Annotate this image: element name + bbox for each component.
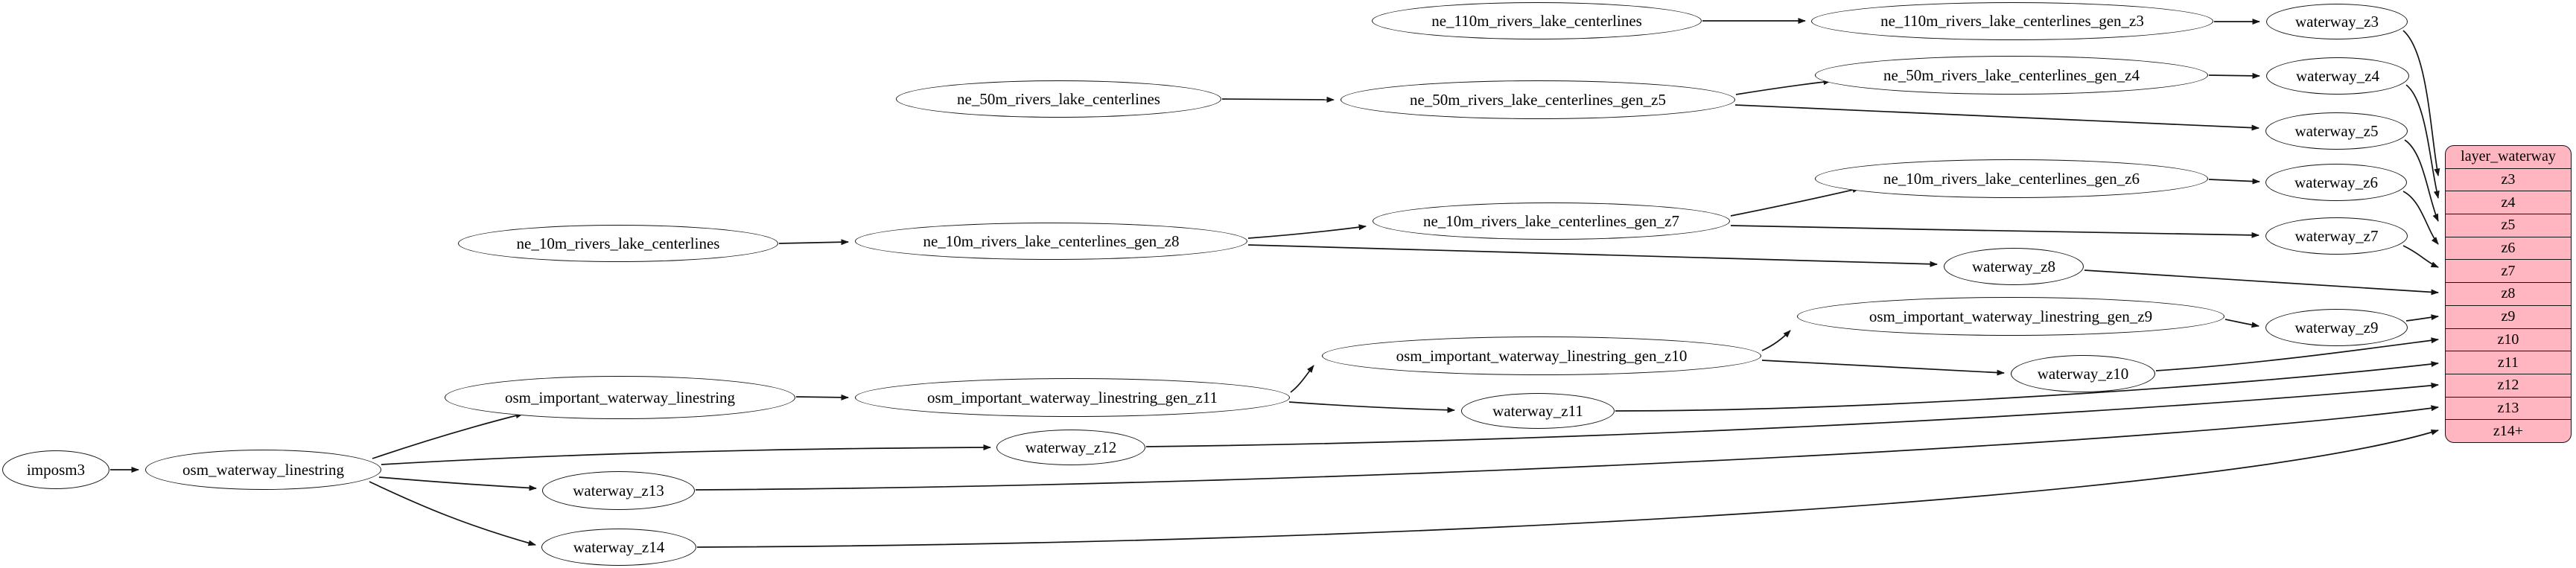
- node-ne10m-gen-z7: ne_10m_rivers_lake_centerlines_gen_z7: [1373, 202, 1730, 240]
- edge-osmww-waterway-z12: [381, 444, 991, 465]
- edge-genz9-waterway-z9: [2224, 319, 2259, 328]
- record-row-z5: z5: [2446, 214, 2571, 237]
- edge-genz8-waterway-z8: [1247, 244, 1938, 267]
- edge-waterwayz6-row-z6: [2402, 191, 2439, 245]
- node-ne50m-rivers-lake-centerlines: ne_50m_rivers_lake_centerlines: [896, 80, 1221, 118]
- edge-genz10-waterway-z10: [1761, 360, 2005, 376]
- record-row-z12: z12: [2446, 373, 2571, 397]
- record-row-z3: z3: [2446, 167, 2571, 191]
- node-osm-important-gen-z10: osm_important_waterway_linestring_gen_z1…: [1322, 336, 1761, 375]
- node-waterway-z3: waterway_z3: [2266, 4, 2408, 39]
- record-row-z8: z8: [2446, 282, 2571, 305]
- node-waterway-z7: waterway_z7: [2265, 217, 2408, 255]
- node-waterway-z10: waterway_z10: [2011, 355, 2155, 392]
- record-layer-waterway: layer_waterway z3 z4 z5 z6 z7 z8 z9 z10 …: [2445, 145, 2572, 443]
- node-waterway-z12: waterway_z12: [996, 430, 1145, 465]
- node-ne10m-gen-z6: ne_10m_rivers_lake_centerlines_gen_z6: [1815, 159, 2208, 198]
- edge-genz10-genz9: [1761, 330, 1791, 351]
- edge-waterwayz4-row-z4: [2405, 84, 2440, 199]
- edge-waterwayz3-row-z3: [2402, 30, 2440, 176]
- node-ne110m-rivers-lake-centerlines: ne_110m_rivers_lake_centerlines: [1372, 2, 1702, 39]
- edge-osmww-waterway-z14: [369, 481, 536, 546]
- node-ne110m-gen-z3: ne_110m_rivers_lake_centerlines_gen_z3: [1811, 2, 2213, 40]
- record-row-z7: z7: [2446, 259, 2571, 282]
- edge-waterwayz10-row-z10: [2155, 337, 2439, 371]
- record-header: layer_waterway: [2461, 148, 2556, 165]
- edge-genz11-waterway-z11: [1288, 401, 1455, 413]
- node-waterway-z9: waterway_z9: [2265, 309, 2408, 346]
- edge-genz8-genz7: [1247, 224, 1367, 239]
- node-osm-important-gen-z9: osm_important_waterway_linestring_gen_z9: [1797, 297, 2224, 336]
- edge-osmimp-genz11: [795, 394, 849, 401]
- edge-genz11-genz10: [1290, 365, 1314, 393]
- node-ne10m-rivers-lake-centerlines: ne_10m_rivers_lake_centerlines: [458, 225, 778, 262]
- node-imposm3: imposm3: [2, 450, 109, 489]
- edge-genz5-genz4: [1735, 79, 1831, 95]
- node-waterway-z14: waterway_z14: [541, 529, 696, 566]
- edge-waterwayz8-row-z8: [2084, 269, 2439, 296]
- node-waterway-z11: waterway_z11: [1461, 393, 1615, 429]
- record-row-z10: z10: [2446, 328, 2571, 351]
- edge-waterwayz12-row-z12: [1145, 382, 2439, 447]
- record-row-z6: z6: [2446, 236, 2571, 260]
- record-row-z11: z11: [2446, 351, 2571, 374]
- node-waterway-z6: waterway_z6: [2265, 164, 2407, 201]
- edge-waterwayz14-row-z14: [696, 429, 2439, 548]
- record-row-z9: z9: [2446, 304, 2571, 328]
- record-row-z13: z13: [2446, 396, 2571, 420]
- node-waterway-z13: waterway_z13: [542, 471, 695, 510]
- record-row-z4: z4: [2446, 191, 2571, 214]
- node-osm-important-gen-z11: osm_important_waterway_linestring_gen_z1…: [855, 378, 1290, 417]
- node-ne50m-gen-z5: ne_50m_rivers_lake_centerlines_gen_z5: [1341, 80, 1735, 119]
- edge-genz6-waterway-z6: [2208, 178, 2260, 185]
- node-ne10m-gen-z8: ne_10m_rivers_lake_centerlines_gen_z8: [855, 223, 1247, 260]
- node-ne50m-gen-z4: ne_50m_rivers_lake_centerlines_gen_z4: [1815, 56, 2208, 95]
- edge-genz7-genz6: [1730, 187, 1860, 217]
- edge-ne50m-genz5: [1221, 96, 1335, 103]
- edge-osmww-waterway-z13: [378, 476, 537, 491]
- node-osm-important-waterway-linestring: osm_important_waterway_linestring: [445, 376, 795, 419]
- edge-genz5-waterway-z5: [1734, 104, 2259, 131]
- record-row-z14plus: z14+: [2446, 419, 2571, 442]
- edge-ne10m-genz8: [778, 239, 849, 246]
- node-waterway-z8: waterway_z8: [1944, 248, 2084, 285]
- edge-osmww-osm-important: [372, 412, 524, 459]
- node-waterway-z5: waterway_z5: [2265, 112, 2408, 150]
- edge-genz4-waterway-z4: [2208, 72, 2260, 79]
- edge-waterwayz5-row-z5: [2404, 139, 2439, 222]
- edge-genz7-waterway-z7: [1730, 225, 2259, 238]
- edge-waterwayz7-row-z7: [2402, 245, 2439, 268]
- node-waterway-z4: waterway_z4: [2266, 57, 2409, 95]
- edge-waterwayz9-row-z9: [2405, 314, 2439, 322]
- node-osm-waterway-linestring: osm_waterway_linestring: [145, 450, 381, 490]
